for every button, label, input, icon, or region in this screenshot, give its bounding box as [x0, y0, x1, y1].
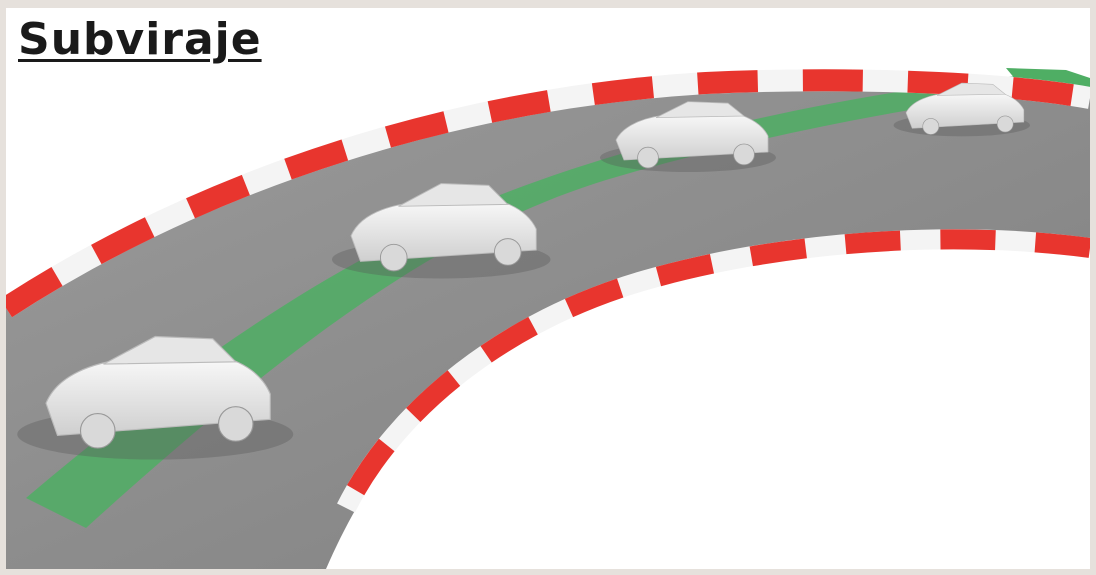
- page-title: Subviraje: [18, 12, 262, 68]
- track-illustration: [6, 8, 1090, 569]
- diagram-panel: Subviraje: [6, 8, 1090, 569]
